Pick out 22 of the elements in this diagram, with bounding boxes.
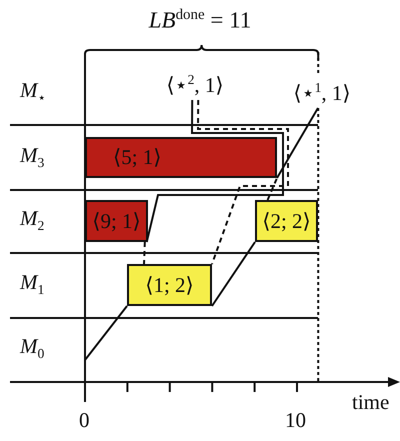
tick-label: 10 xyxy=(285,410,306,431)
dashed-connector xyxy=(143,242,146,264)
row-label: M$_{⋆}$ xyxy=(20,80,46,105)
row-label: M$_{1}$ xyxy=(20,272,44,297)
task-bar: ⟨9; 1⟩ xyxy=(85,200,148,242)
tick-label: 0 xyxy=(79,410,90,431)
row-label: M$_{0}$ xyxy=(20,336,44,361)
connector xyxy=(84,305,128,361)
connector xyxy=(211,241,256,307)
job-label: ⟨⋆$^{1}$, 1⟩ xyxy=(282,78,362,108)
row-label: M$_{3}$ xyxy=(20,145,44,170)
connector xyxy=(276,108,319,178)
row-label: M$_{2}$ xyxy=(20,208,44,233)
axis-label: time xyxy=(352,392,390,413)
task-bar: ⟨1; 2⟩ xyxy=(127,264,212,306)
title: LB$^{done}$ = 11 xyxy=(148,8,252,32)
dashed-connector xyxy=(197,100,289,264)
dashed-connector xyxy=(266,178,278,200)
task-bar: ⟨5; 1⟩ xyxy=(85,137,277,178)
connector xyxy=(146,100,284,242)
job-label: ⟨⋆$^{2}$, 1⟩ xyxy=(155,70,235,100)
task-bar: ⟨2; 2⟩ xyxy=(255,200,318,242)
